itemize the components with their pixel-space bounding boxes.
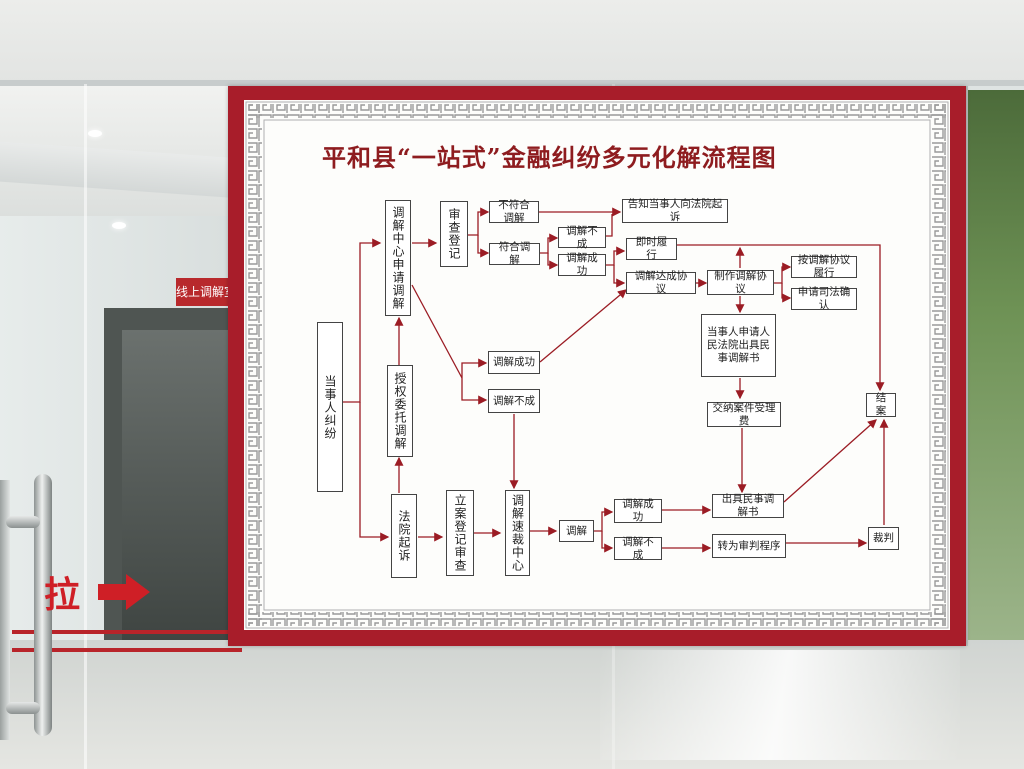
node-review-register: 审查登记 xyxy=(440,201,468,267)
node-authorize-mediation: 授权委托调解 xyxy=(387,365,413,457)
door-handle-arm xyxy=(6,702,40,714)
poster-title: 平和县“一站式”金融纠纷多元化解流程图 xyxy=(322,143,777,172)
node-filing-review: 立案登记审查 xyxy=(446,490,474,576)
node-agreement-reached: 调解达成协议 xyxy=(626,270,696,295)
node-apply-court-document: 当事人申请人民法院出具民事调解书 xyxy=(701,314,776,377)
door-handle[interactable] xyxy=(34,474,52,736)
glass-red-stripe xyxy=(12,648,242,652)
window-greenery xyxy=(964,90,1024,640)
node-immediate-perform: 即时履行 xyxy=(626,236,677,261)
node-mediation-fail-3: 调解不成 xyxy=(614,536,662,561)
node-mediation-fail-2: 调解不成 xyxy=(488,389,540,413)
node-close-case: 结案 xyxy=(866,392,896,417)
poster-background xyxy=(244,100,950,630)
door-handle-arm xyxy=(6,516,40,528)
node-pay-fee: 交纳案件受理费 xyxy=(707,402,781,427)
glass-edge xyxy=(84,84,87,769)
node-judicial-confirm: 申请司法确认 xyxy=(791,286,857,311)
ceiling-light xyxy=(88,130,102,137)
room-sign: 线上调解室 xyxy=(176,278,236,306)
node-mediation-success-2: 调解成功 xyxy=(488,351,540,374)
node-perform-by-agreement: 按调解协议履行 xyxy=(791,254,857,279)
node-mediation-success-3: 调解成功 xyxy=(614,498,662,523)
node-fit-mediation: 符合调解 xyxy=(489,241,540,266)
node-mediation-center-apply: 调解中心申请调解 xyxy=(385,200,411,316)
floor-reflection xyxy=(600,650,960,760)
ceiling-light xyxy=(112,222,126,229)
node-mediation-fail-1: 调解不成 xyxy=(558,225,606,250)
ceiling-frame xyxy=(0,80,1024,86)
node-party-dispute: 当事人纠纷 xyxy=(317,322,343,492)
ceiling xyxy=(0,0,1024,84)
node-transfer-to-trial: 转为审判程序 xyxy=(712,534,786,558)
node-mediate: 调解 xyxy=(559,520,594,542)
node-make-agreement: 制作调解协议 xyxy=(707,270,774,295)
glass-red-stripe xyxy=(12,630,242,634)
pull-sign: 拉 xyxy=(44,574,81,616)
node-court-suit: 法院起诉 xyxy=(391,494,417,578)
node-not-fit-mediation: 不符合调解 xyxy=(489,199,539,224)
node-mediation-success-1: 调解成功 xyxy=(558,252,606,277)
key-pattern-border xyxy=(245,101,949,629)
door-hinge xyxy=(0,480,10,740)
node-issue-civil-mediation-doc: 出具民事调解书 xyxy=(712,493,784,518)
node-judgment: 裁判 xyxy=(868,527,899,550)
node-notify-court: 告知当事人向法院起诉 xyxy=(622,198,728,223)
node-speedy-mediation-center: 调解速裁中心 xyxy=(505,490,530,576)
